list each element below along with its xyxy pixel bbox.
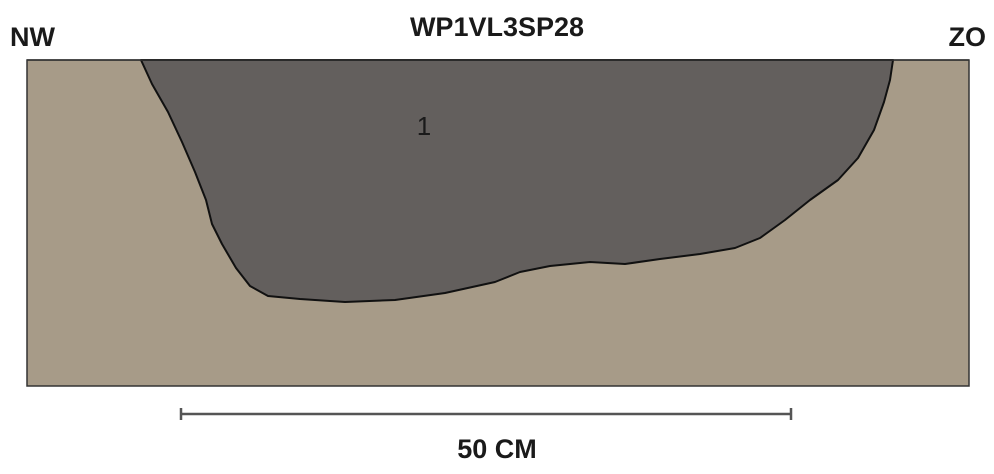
scale-bar (179, 408, 793, 420)
layer-number-label: 1 (417, 111, 431, 141)
section-title: WP1VL3SP28 (409, 12, 585, 42)
orientation-left-label: NW (10, 22, 55, 52)
feature-fill-layer-1 (140, 59, 894, 303)
orientation-right-label: ZO (948, 22, 987, 52)
scale-bar-label: 50 CM (457, 434, 537, 464)
